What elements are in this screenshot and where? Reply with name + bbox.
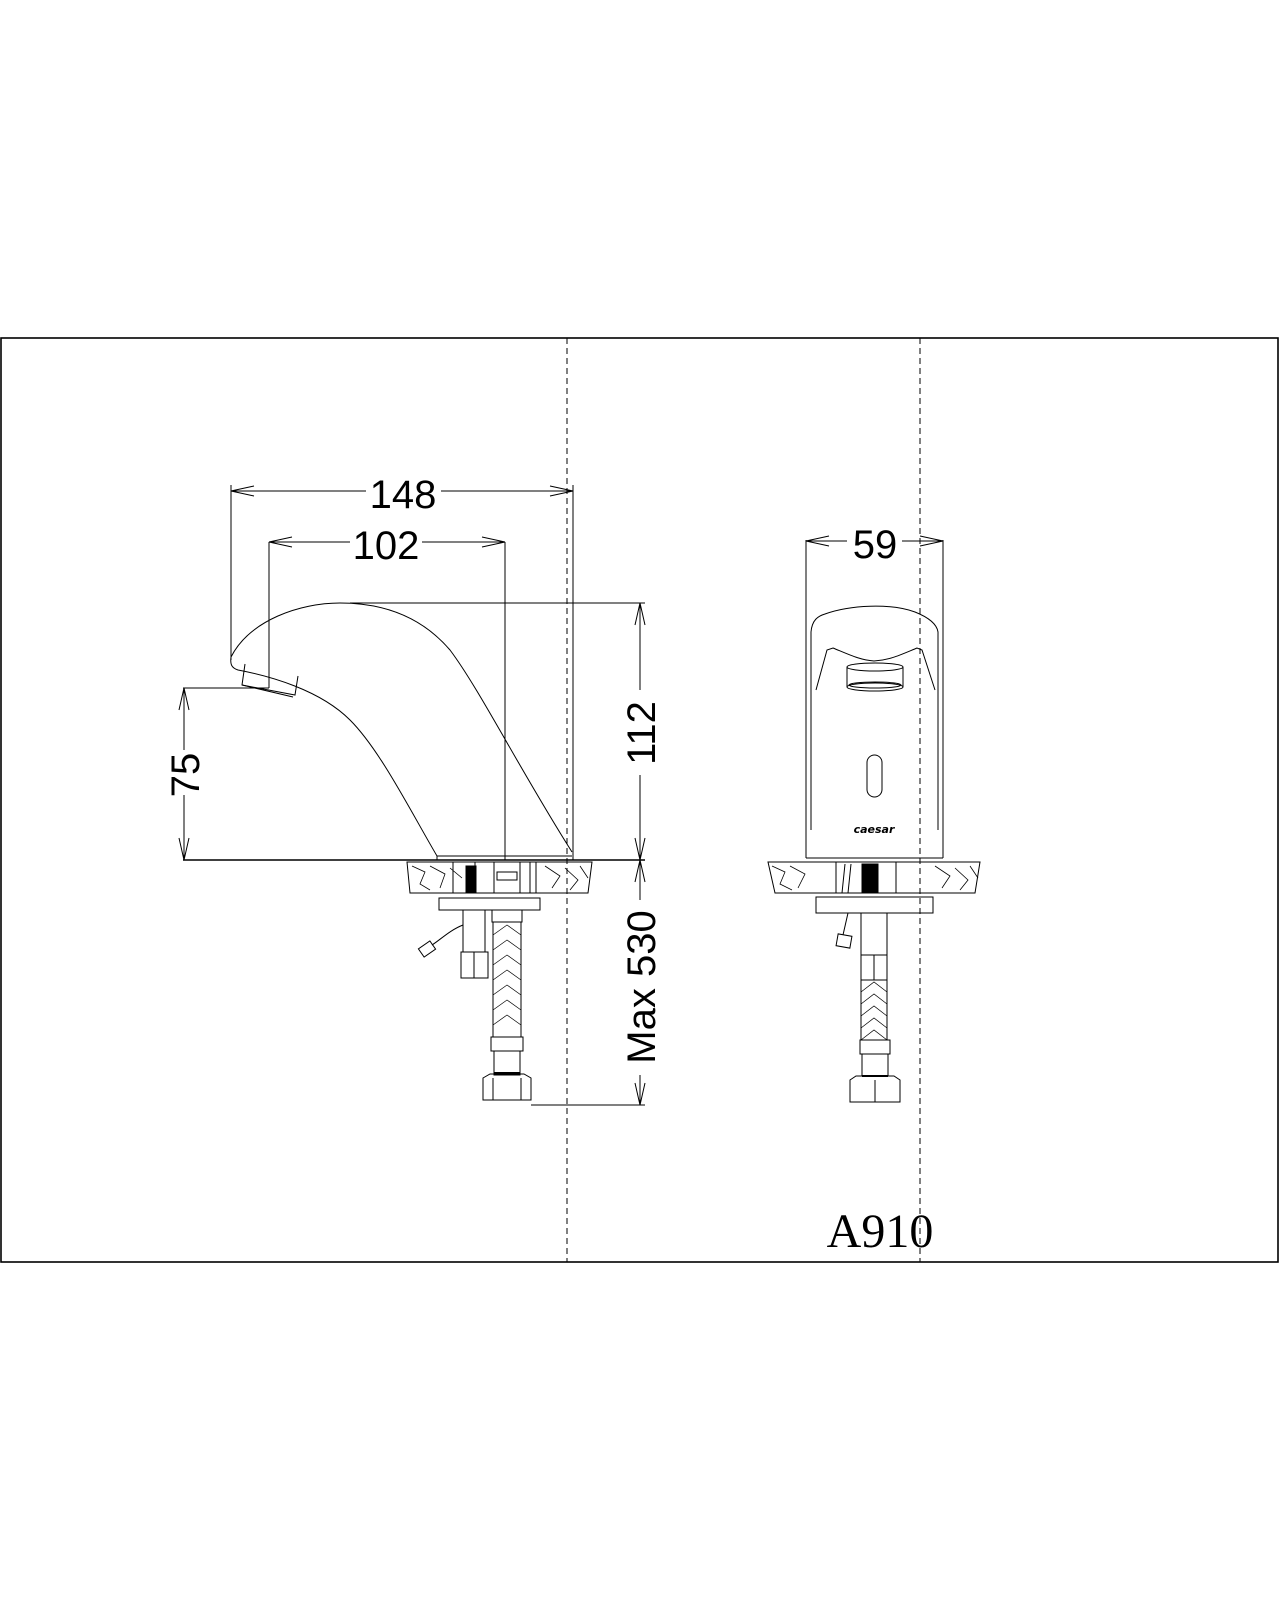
mounting-plate	[438, 897, 541, 911]
dim-label-max-530: Max 530	[620, 910, 664, 1063]
hex-nut-front	[849, 1075, 901, 1103]
solenoid-box	[462, 909, 486, 953]
dim-label-75: 75	[164, 753, 208, 798]
dim-spout-to-center	[268, 536, 506, 860]
sensor-window	[866, 754, 883, 798]
spout-body	[230, 602, 573, 857]
aerator	[241, 663, 299, 696]
drawing-frame	[0, 337, 1279, 1263]
hex-nut-side	[482, 1073, 532, 1101]
front-head-outline	[810, 605, 939, 830]
sensor-cable-front	[842, 912, 849, 936]
deck-stone-front	[767, 861, 981, 894]
dim-label-102: 102	[353, 524, 420, 568]
model-label: A910	[827, 1205, 934, 1258]
dim-overall-reach	[230, 485, 574, 860]
dim-spout-height	[178, 687, 269, 861]
side-view: 148 102 75 112	[164, 473, 664, 1106]
brand-logo: caesar	[854, 823, 895, 836]
sensor-cable	[431, 924, 464, 946]
dim-label-59: 59	[853, 523, 898, 567]
dim-hose-length	[531, 859, 646, 1106]
braided-hose-front	[849, 912, 901, 1103]
dim-body-height	[350, 602, 646, 861]
deck-stone	[406, 861, 593, 894]
mounting-plate-front	[815, 896, 934, 914]
front-aerator	[846, 662, 904, 672]
dim-label-112: 112	[620, 701, 664, 765]
braided-hose-side	[482, 909, 532, 1101]
front-view: caesar	[767, 523, 981, 1103]
dim-body-width	[805, 535, 944, 547]
dim-label-148: 148	[370, 473, 437, 517]
